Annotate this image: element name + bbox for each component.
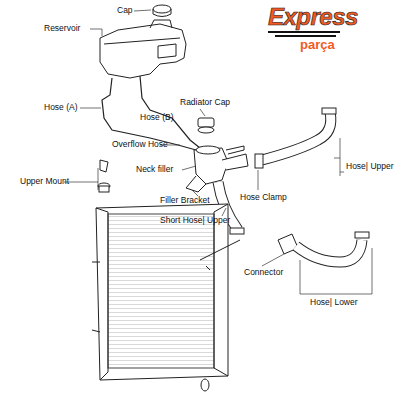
part-label: Reservoir [44, 24, 80, 33]
upper-hose [262, 112, 331, 160]
reservoir-tank [100, 24, 186, 78]
reservoir-cap [153, 5, 171, 13]
part-label: Connector [244, 268, 283, 277]
part-label: Radiator Cap [180, 98, 230, 107]
logo-swoosh [268, 32, 340, 36]
part-label: Neck filler [136, 165, 173, 174]
drain-plug [201, 379, 209, 391]
upper-mount [100, 160, 108, 172]
radiator-core [96, 204, 228, 380]
part-label: Hose (A) [44, 103, 78, 112]
hose-clamp [255, 154, 263, 168]
filler-bracket [186, 176, 206, 192]
hose-a [102, 78, 196, 150]
part-label: Upper Mount [20, 177, 69, 186]
part-label: Hose Clamp [240, 193, 287, 202]
part-label: Hose (B) [140, 113, 174, 122]
lower-hose [296, 240, 362, 262]
logo-subword: parça [300, 38, 335, 52]
part-label: Overflow Hose [112, 140, 168, 149]
logo-wordmark: Express [268, 4, 358, 30]
hose-b [140, 76, 200, 148]
part-label: Short Hose| Upper [160, 216, 230, 225]
part-label: Hose| Lower [310, 298, 358, 307]
part-label: Cap [117, 6, 133, 15]
radiator-cap [198, 118, 214, 127]
leader-lines [64, 10, 372, 294]
part-label: Filler Bracket [160, 196, 210, 205]
part-label: Hose| Upper [346, 162, 394, 171]
